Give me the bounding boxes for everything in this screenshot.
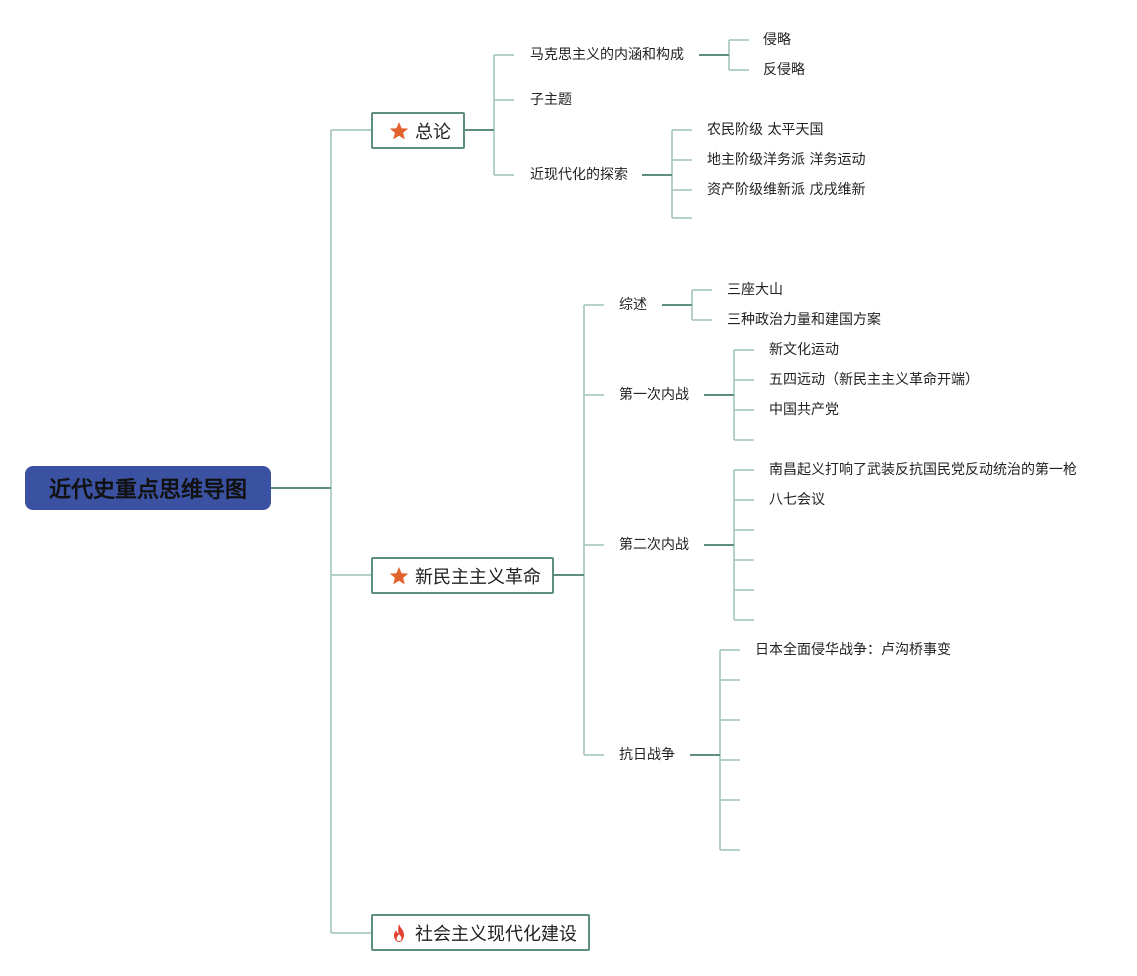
star-icon bbox=[389, 121, 409, 139]
subtopic-first-civil-war[interactable]: 第一次内战 bbox=[619, 387, 689, 403]
leaf-landlord-class[interactable]: 地主阶级洋务派 洋务运动 bbox=[707, 152, 866, 168]
subtopic-marxism[interactable]: 马克思主义的内涵和构成 bbox=[530, 47, 684, 63]
star-icon bbox=[389, 566, 409, 584]
second-war-connector bbox=[733, 469, 754, 621]
subtopic-placeholder[interactable]: 子主题 bbox=[530, 92, 572, 108]
subtopic-second-civil-war[interactable]: 第二次内战 bbox=[619, 537, 689, 553]
first-war-connector bbox=[733, 349, 754, 441]
root-topic[interactable]: 近代史重点思维导图 bbox=[25, 466, 271, 510]
leaf-three-forces[interactable]: 三种政治力量和建国方案 bbox=[727, 312, 881, 328]
leaf-communist-party[interactable]: 中国共产党 bbox=[769, 402, 839, 418]
leaf-august-seventh-meeting[interactable]: 八七会议 bbox=[769, 492, 825, 508]
topic-overview-label: 总论 bbox=[415, 121, 451, 143]
root-connector bbox=[271, 129, 371, 934]
overview-connector bbox=[464, 54, 514, 176]
leaf-bourgeois-class[interactable]: 资产阶级维新派 戊戌维新 bbox=[707, 182, 866, 198]
leaf-anti-aggression[interactable]: 反侵略 bbox=[763, 62, 805, 78]
leaf-three-mountains[interactable]: 三座大山 bbox=[727, 282, 783, 298]
root-title: 近代史重点思维导图 bbox=[48, 478, 247, 503]
topic-socialism[interactable]: 社会主义现代化建设 bbox=[371, 914, 590, 951]
leaf-aggression[interactable]: 侵略 bbox=[763, 32, 791, 48]
exploration-connector bbox=[671, 129, 692, 219]
topic-socialism-label: 社会主义现代化建设 bbox=[415, 923, 577, 945]
leaf-nanchang-uprising[interactable]: 南昌起义打响了武装反抗国民党反动统治的第一枪 bbox=[769, 462, 1077, 478]
summary-connector bbox=[691, 289, 712, 321]
leaf-peasant-class[interactable]: 农民阶级 太平天国 bbox=[707, 122, 824, 138]
subtopic-summary[interactable]: 综述 bbox=[619, 297, 647, 313]
fire-icon bbox=[394, 923, 404, 942]
anti-japanese-connector bbox=[719, 649, 740, 851]
topic-overview[interactable]: 总论 bbox=[371, 112, 465, 149]
marxism-connector bbox=[728, 39, 749, 71]
topic-revolution[interactable]: 新民主主义革命 bbox=[371, 557, 554, 594]
leaf-may-fourth-movement[interactable]: 五四远动（新民主主义革命开端） bbox=[769, 372, 979, 388]
leaf-new-culture-movement[interactable]: 新文化运动 bbox=[769, 342, 839, 358]
topic-revolution-label: 新民主主义革命 bbox=[415, 566, 541, 588]
leaf-marco-polo-bridge[interactable]: 日本全面侵华战争：卢沟桥事变 bbox=[755, 642, 951, 658]
subtopic-anti-japanese-war[interactable]: 抗日战争 bbox=[619, 747, 675, 763]
subtopic-exploration[interactable]: 近现代化的探索 bbox=[530, 167, 628, 183]
revolution-connector bbox=[583, 304, 604, 756]
